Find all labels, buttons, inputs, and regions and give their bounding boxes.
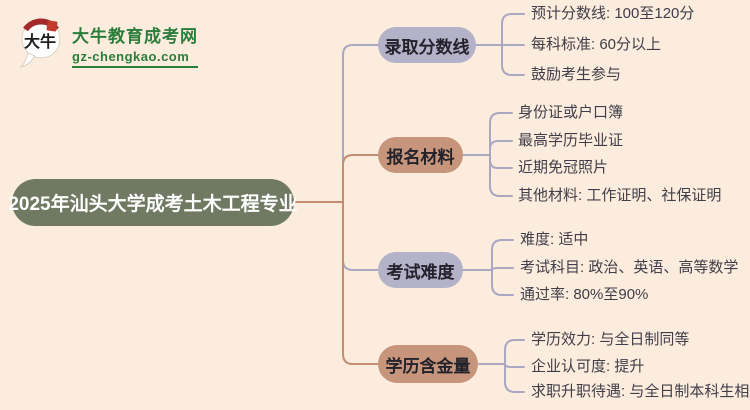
branch-degree-value: 学历含金量 xyxy=(378,345,478,383)
leaf-item: 预计分数线: 100至120分 xyxy=(531,5,695,22)
branch-admission-score: 录取分数线 xyxy=(378,27,476,63)
bracket-2-leaf-4 xyxy=(489,154,513,197)
bracket-2-leaf-1 xyxy=(489,112,513,156)
connector-branch-2 xyxy=(342,154,379,203)
leaf-item: 其他材料: 工作证明、社保证明 xyxy=(518,187,722,204)
logo-subtitle: gz-chengkao.com xyxy=(72,49,190,64)
connector-branch-3 xyxy=(342,201,379,271)
logo-title: 大牛教育成考网 xyxy=(72,27,198,46)
bracket-4-leaf-1 xyxy=(504,339,525,365)
bracket-2-leaf-3 xyxy=(489,154,513,169)
logo-text-block: 大牛教育成考网 gz-chengkao.com xyxy=(72,16,198,68)
leaf-item: 难度: 适中 xyxy=(520,231,589,248)
leaf-item: 考试科目: 政治、英语、高等数学 xyxy=(520,259,739,276)
connector-branch-1 xyxy=(342,44,379,203)
connector-branch-4 xyxy=(342,201,379,365)
leaf-item: 身份证或户口簿 xyxy=(518,104,624,121)
bracket-4-leaf-2 xyxy=(504,363,525,368)
logo-mark-text: 大牛 xyxy=(24,32,56,51)
bracket-1-leaf-1 xyxy=(501,13,525,46)
leaf-item: 通过率: 80%至90% xyxy=(520,286,649,303)
central-topic: 2025年汕头大学成考土木工程专业 xyxy=(8,179,298,226)
bracket-1-leaf-3 xyxy=(501,44,525,76)
leaf-item: 最高学历毕业证 xyxy=(518,132,624,149)
leaf-item: 企业认可度: 提升 xyxy=(531,358,645,375)
branch-registration-materials: 报名材料 xyxy=(378,137,463,173)
leaf-item: 近期免冠照片 xyxy=(518,159,609,176)
bracket-4-leaf-3 xyxy=(504,363,525,393)
leaf-item: 每科标准: 60分以上 xyxy=(531,36,662,53)
branch-exam-difficulty: 考试难度 xyxy=(378,252,463,288)
leaf-item: 鼓励考生参与 xyxy=(531,66,622,83)
leaf-item: 求职升职待遇: 与全日制本科生相同 xyxy=(531,383,750,400)
logo-underline xyxy=(72,66,198,68)
bracket-2-leaf-2 xyxy=(489,140,513,156)
bracket-3-leaf-3 xyxy=(491,269,514,296)
site-logo: 大牛 大牛教育成考网 gz-chengkao.com xyxy=(18,16,198,70)
logo-bull-icon: 大牛 xyxy=(19,18,61,68)
bracket-3-leaf-1 xyxy=(491,239,514,271)
leaf-item: 学历效力: 与全日制同等 xyxy=(531,331,690,348)
bracket-3-leaf-2 xyxy=(491,267,514,271)
